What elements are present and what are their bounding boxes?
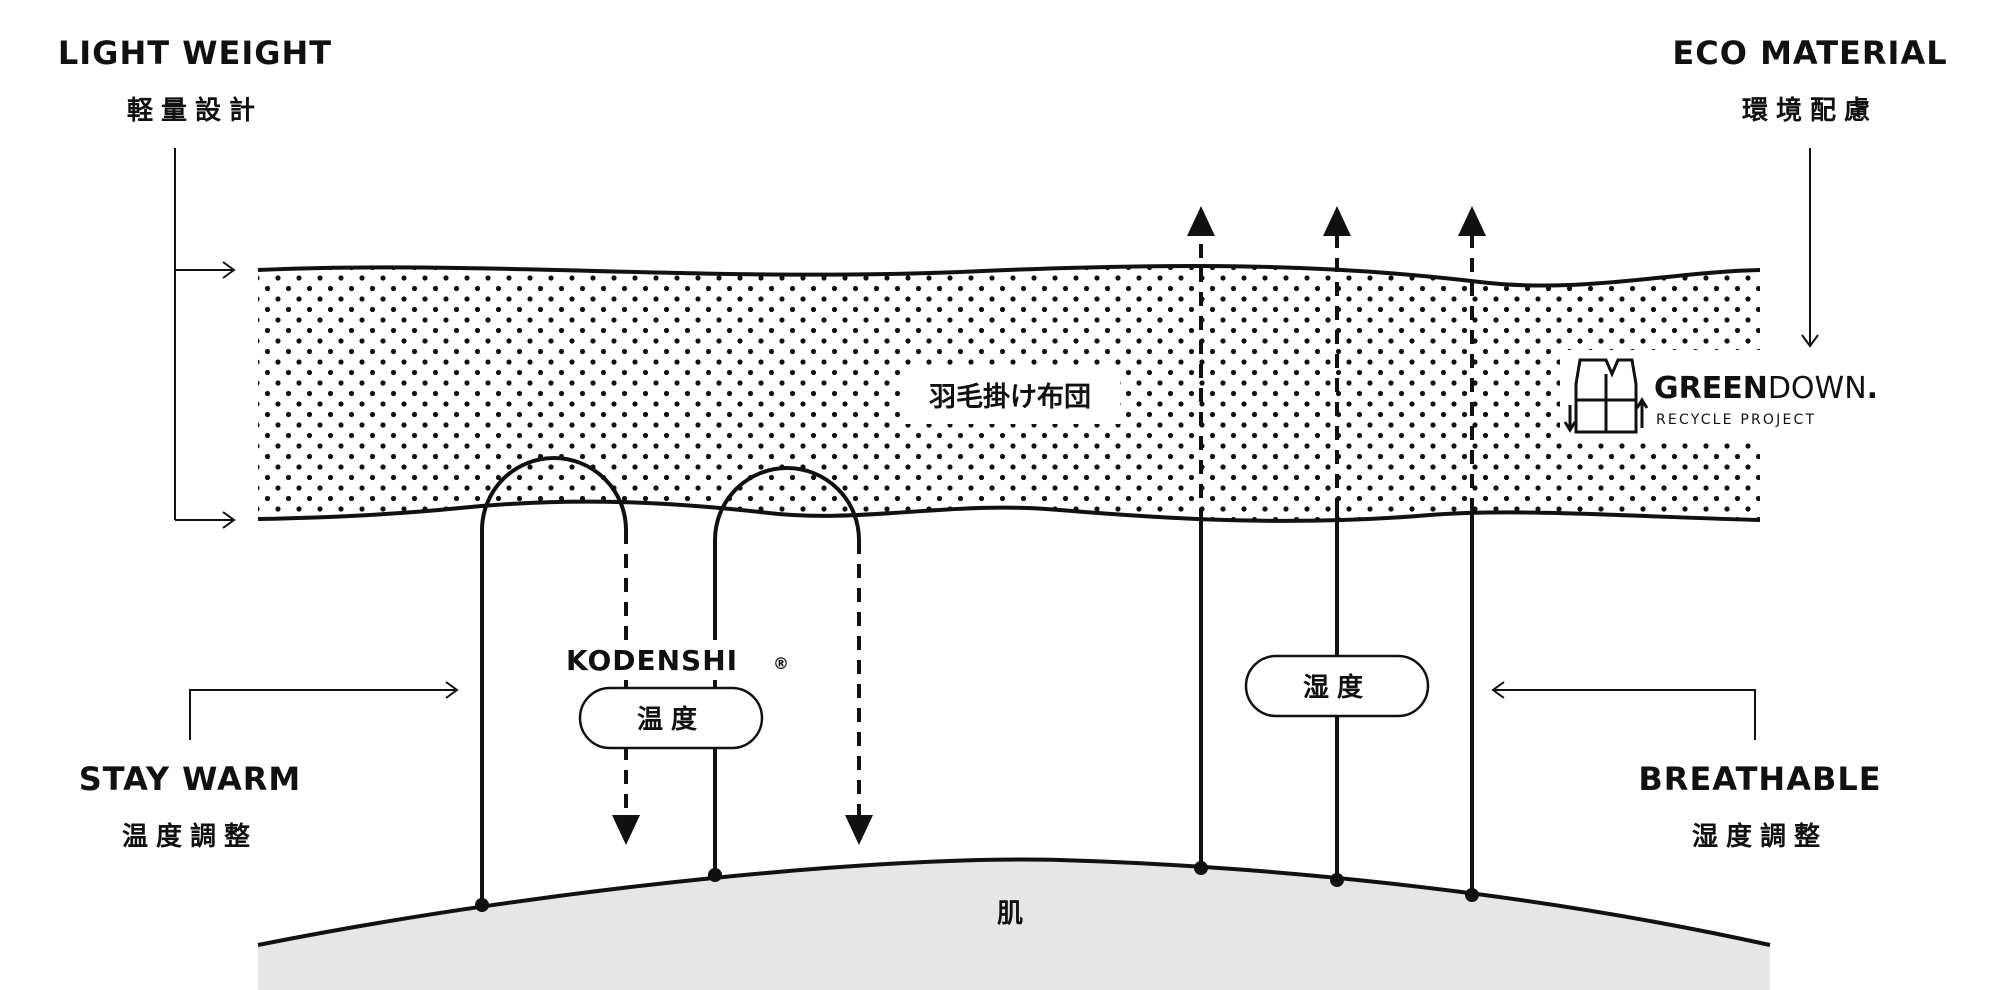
arrow-left-icon bbox=[1491, 681, 1505, 699]
eco-material-title: ECO MATERIAL bbox=[1672, 34, 1948, 72]
greendown-name-dot: . bbox=[1867, 371, 1878, 406]
humidity-pill: 湿度 bbox=[1244, 654, 1430, 718]
eco-material-subtitle: 環境配慮 bbox=[1741, 96, 1878, 126]
warmth-loop-2 bbox=[708, 466, 873, 882]
arrow-down-icon bbox=[845, 815, 873, 845]
breathable-label-group: BREATHABLE 湿度調整 bbox=[1610, 760, 1910, 853]
breathing-column-1 bbox=[1187, 206, 1215, 875]
eco-material-label-group: ECO MATERIAL 環境配慮 bbox=[1655, 34, 1965, 127]
arrow-down-icon bbox=[612, 815, 640, 845]
eco-material-arrow bbox=[1801, 148, 1819, 348]
skin-surface bbox=[257, 857, 1771, 990]
stay-warm-pointer bbox=[189, 681, 459, 740]
arrow-right-icon bbox=[222, 511, 236, 529]
stay-warm-subtitle: 温度調整 bbox=[121, 822, 258, 852]
arrow-up-icon bbox=[1187, 206, 1215, 236]
arrow-up-icon bbox=[1458, 206, 1486, 236]
kodenshi-brand-text: KODENSHI bbox=[566, 644, 738, 677]
arrow-down-icon bbox=[1801, 334, 1819, 348]
arrow-right-icon bbox=[222, 261, 236, 279]
skin-label: 肌 bbox=[997, 899, 1023, 929]
light-weight-title: LIGHT WEIGHT bbox=[57, 34, 333, 72]
kodenshi-logo: KODENSHI ® bbox=[560, 640, 795, 680]
breathable-subtitle: 湿度調整 bbox=[1691, 822, 1828, 852]
svg-text:GREENDOWN.: GREENDOWN. bbox=[1654, 371, 1878, 406]
greendown-logo: GREENDOWN. RECYCLE PROJECT bbox=[1560, 350, 1878, 442]
greendown-name-down: DOWN bbox=[1768, 371, 1867, 406]
stay-warm-label-group: STAY WARM 温度調整 bbox=[60, 760, 320, 853]
greendown-name-green: GREEN bbox=[1654, 371, 1768, 406]
light-weight-subtitle: 軽量設計 bbox=[126, 96, 263, 126]
jacket-recycle-icon bbox=[1563, 358, 1649, 434]
humidity-pill-label: 湿度 bbox=[1303, 672, 1371, 703]
light-weight-bracket bbox=[174, 148, 236, 529]
breathable-title: BREATHABLE bbox=[1638, 760, 1882, 798]
arrow-right-icon bbox=[445, 681, 459, 699]
registered-mark: ® bbox=[773, 654, 789, 673]
breathable-pointer bbox=[1491, 681, 1756, 740]
breathing-column-3 bbox=[1458, 206, 1486, 902]
arrow-up-icon bbox=[1323, 206, 1351, 236]
temperature-pill: 温度 bbox=[578, 686, 764, 750]
warmth-loop-1 bbox=[475, 456, 640, 912]
temperature-pill-label: 温度 bbox=[637, 704, 705, 735]
stay-warm-title: STAY WARM bbox=[78, 760, 302, 798]
duvet-label: 羽毛掛け布団 bbox=[929, 382, 1091, 413]
greendown-subtitle: RECYCLE PROJECT bbox=[1656, 412, 1816, 428]
light-weight-label-group: LIGHT WEIGHT 軽量設計 bbox=[40, 34, 350, 127]
